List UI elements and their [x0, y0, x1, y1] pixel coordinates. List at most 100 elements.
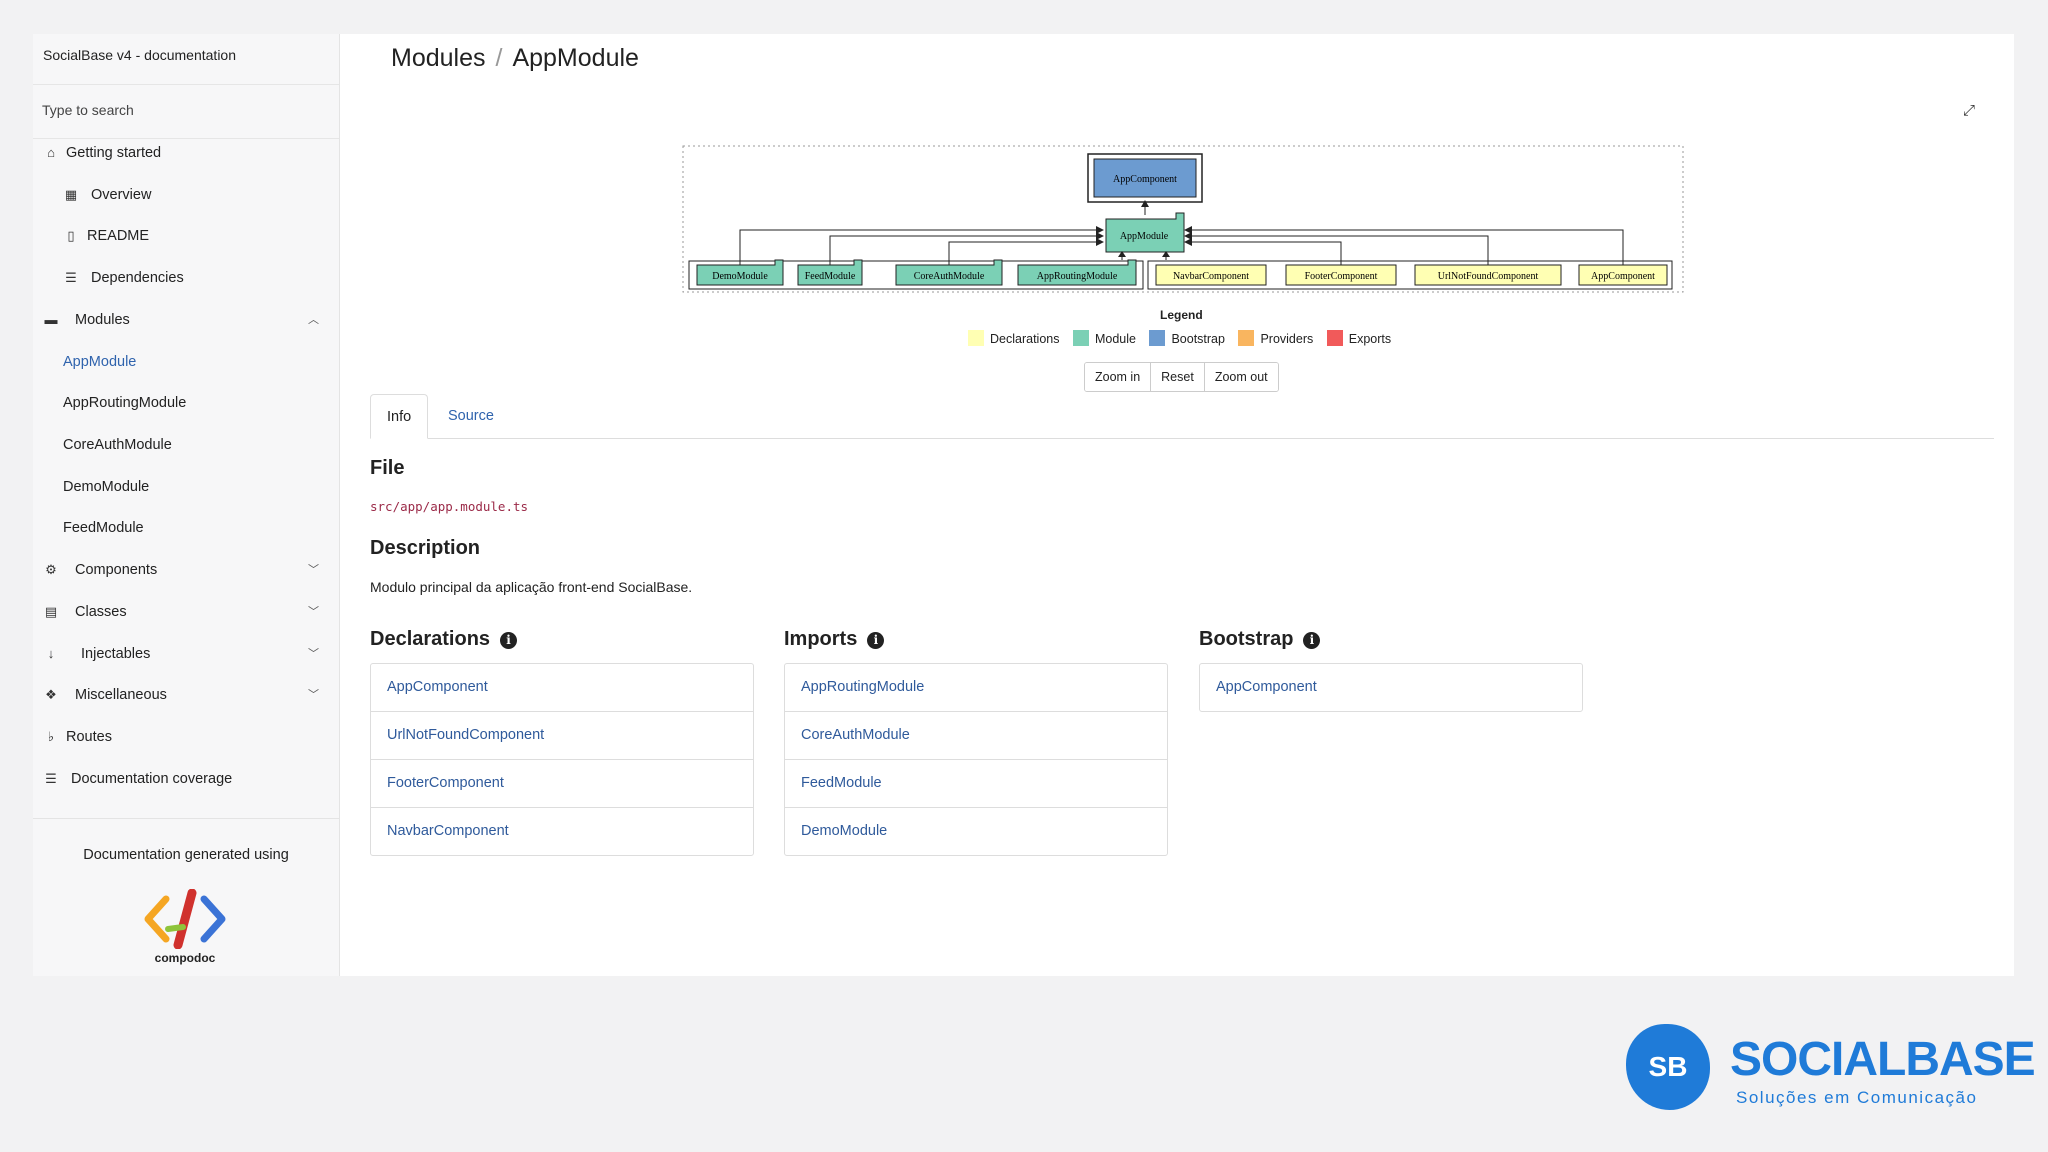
cubes-icon: ❖ — [45, 687, 57, 702]
sidebar-title[interactable]: SocialBase v4 - documentation — [33, 34, 339, 85]
dependency-graph[interactable]: AppComponent AppModule DemoModule FeedMo… — [682, 112, 1684, 294]
graph-node-approutingmodule — [1017, 259, 1137, 286]
sidebar: SocialBase v4 - documentation Type to se… — [33, 34, 340, 976]
legend-item-bootstrap: Bootstrap — [1149, 330, 1225, 346]
graph-arrow-navbar — [1162, 251, 1170, 257]
graph-node-navbarcomponent — [1155, 264, 1267, 286]
tasks-icon: ☰ — [45, 771, 57, 786]
route-icon: ♭ — [47, 729, 55, 744]
graph-node-demomodule — [696, 259, 784, 286]
info-icon[interactable]: i — [500, 632, 518, 649]
compodoc-logo-icon — [144, 888, 226, 950]
graph-node-module — [1105, 212, 1185, 253]
sidebar-item-routes[interactable]: ♭ Routes — [33, 722, 339, 752]
graph-node-coreauthmodule — [895, 259, 1003, 286]
info-icon[interactable]: i — [867, 632, 885, 649]
list-item[interactable]: AppRoutingModule — [785, 664, 1167, 712]
socialbase-brand-logo: SB SOCIALBASE Soluções em Comunicação — [1626, 1024, 2036, 1114]
sidebar-item-modules[interactable]: ▬ Modules ︿ — [33, 305, 339, 335]
legend-item-exports: Exports — [1326, 330, 1391, 346]
chevron-down-icon: ﹀ — [308, 689, 319, 701]
graph-arrow-footer — [1184, 238, 1192, 246]
zoom-out-button[interactable]: Zoom out — [1204, 363, 1278, 391]
list-item[interactable]: NavbarComponent — [387, 823, 509, 839]
legend-item-declarations: Declarations — [968, 330, 1059, 346]
sidebar-item-coreauthmodule[interactable]: CoreAuthModule — [63, 437, 172, 453]
graph-arrow-appcomp — [1184, 226, 1192, 234]
graph-node-approutingmodule-label: AppRoutingModule — [1037, 271, 1118, 282]
sidebar-item-components[interactable]: ⚙ Components ﹀ — [33, 555, 339, 585]
zoom-in-button[interactable]: Zoom in — [1085, 363, 1152, 391]
brand-tagline: Soluções em Comunicação — [1736, 1088, 1978, 1107]
graph-edge-urlnotfoundcomponent — [1186, 235, 1489, 265]
search-input[interactable]: Type to search — [33, 85, 339, 139]
graph-edge-appcomponent — [1186, 229, 1624, 265]
bootstrap-list: AppComponent — [1199, 663, 1583, 712]
sidebar-item-feedmodule[interactable]: FeedModule — [63, 520, 144, 536]
graph-node-feedmodule-label: FeedModule — [805, 271, 856, 282]
file-path: src/app/app.module.ts — [370, 499, 529, 514]
sidebar-item-demomodule[interactable]: DemoModule — [63, 479, 150, 495]
archive-icon: ▬ — [44, 312, 58, 327]
grid-icon: ▦ — [64, 187, 78, 202]
list-item[interactable]: UrlNotFoundComponent — [371, 712, 753, 760]
graph-arrow-urlnotfound — [1184, 232, 1192, 240]
file-heading: File — [370, 457, 405, 479]
file-icon: ▯ — [67, 228, 75, 243]
list-item[interactable]: CoreAuthModule — [785, 712, 1167, 760]
compodoc-logo[interactable]: compodoc — [140, 888, 230, 965]
sidebar-item-classes[interactable]: ▤ Classes ﹀ — [33, 597, 339, 627]
breadcrumb: Modules/AppModule — [391, 44, 639, 73]
graph-node-urlnotfoundcomponent-label: UrlNotFoundComponent — [1438, 271, 1539, 282]
tab-info[interactable]: Info — [370, 394, 429, 439]
chevron-down-icon: ﹀ — [308, 648, 319, 660]
list-item[interactable]: DemoModule — [801, 823, 888, 839]
sidebar-item-documentation-coverage[interactable]: ☰ Documentation coverage — [33, 764, 339, 794]
tab-bar: Info Source — [370, 394, 1994, 439]
compodoc-logo-text: compodoc — [154, 951, 216, 965]
main-content: Modules/AppModule ⤢ AppComponent AppModu… — [340, 34, 2014, 976]
sidebar-item-getting-started[interactable]: ⌂ Getting started — [33, 138, 339, 168]
sidebar-item-injectables[interactable]: ↓ Injectables ﹀ — [33, 639, 339, 669]
brand-name: SOCIALBASE — [1730, 1033, 2036, 1086]
graph-arrow-feed — [1096, 232, 1104, 240]
sidebar-item-dependencies[interactable]: ☰ Dependencies — [33, 263, 339, 293]
graph-node-navbarcomponent-label: NavbarComponent — [1173, 271, 1249, 282]
sidebar-item-miscellaneous[interactable]: ❖ Miscellaneous ﹀ — [33, 680, 339, 710]
description-text: Modulo principal da aplicação front-end … — [370, 579, 693, 595]
list-item[interactable]: AppComponent — [1216, 679, 1317, 695]
description-heading: Description — [370, 537, 481, 559]
breadcrumb-modules[interactable]: Modules — [391, 44, 486, 72]
list-item[interactable]: FooterComponent — [371, 760, 753, 808]
zoom-reset-button[interactable]: Reset — [1151, 363, 1205, 391]
declarations-list: AppComponent UrlNotFoundComponent Footer… — [370, 663, 754, 856]
graph-outer-frame — [682, 145, 1684, 293]
graph-arrow-approuting — [1118, 251, 1126, 257]
zoom-controls: Zoom in Reset Zoom out — [1084, 362, 1279, 392]
chevron-down-icon: ﹀ — [308, 606, 319, 618]
graph-node-demomodule-label: DemoModule — [712, 271, 768, 282]
graph-imports-frame — [688, 260, 1144, 290]
graph-declarations-frame — [1147, 260, 1673, 290]
tab-source[interactable]: Source — [448, 408, 494, 424]
legend-swatch — [1149, 330, 1166, 346]
graph-edge-demomodule — [739, 229, 1102, 265]
graph-arrow-demo — [1096, 226, 1104, 234]
fullscreen-expand-icon[interactable]: ⤢ — [1963, 102, 1976, 119]
legend-item-module: Module — [1072, 330, 1136, 346]
sidebar-item-approutingmodule[interactable]: AppRoutingModule — [63, 395, 187, 411]
sidebar-item-appmodule[interactable]: AppModule — [63, 354, 137, 370]
graph-edge-footercomponent — [1186, 241, 1342, 265]
info-icon[interactable]: i — [1303, 632, 1321, 649]
legend-swatch — [1072, 330, 1089, 346]
list-item[interactable]: AppComponent — [371, 664, 753, 712]
sidebar-item-overview[interactable]: ▦ Overview — [33, 180, 339, 210]
graph-node-root — [1093, 158, 1197, 198]
sidebar-item-readme[interactable]: ▯ README — [33, 221, 339, 251]
list-item[interactable]: FeedModule — [785, 760, 1167, 808]
graph-edge-feedmodule — [829, 235, 1102, 265]
imports-list: AppRoutingModule CoreAuthModule FeedModu… — [784, 663, 1168, 856]
legend-swatch — [1326, 330, 1343, 346]
